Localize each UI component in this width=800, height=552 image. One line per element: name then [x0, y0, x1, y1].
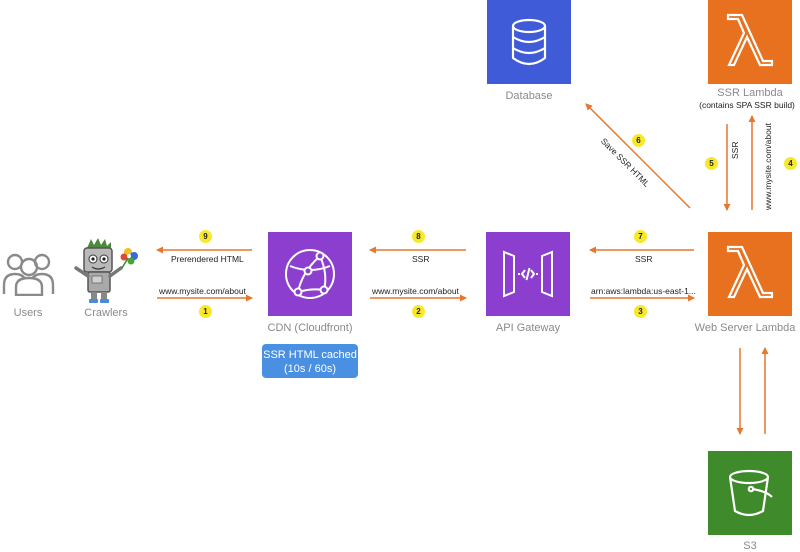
s3-label: S3	[743, 540, 757, 552]
cache-badge-line2: (10s / 60s)	[284, 363, 336, 375]
edge-label-1: www.mysite.com/about	[159, 286, 246, 296]
step-badge-9: 9	[199, 230, 212, 243]
arrow-web-to-database	[585, 103, 691, 209]
users-icon	[2, 250, 56, 297]
edge-label-7: SSR	[635, 254, 653, 264]
s3-bucket-icon	[728, 469, 773, 517]
step-badge-4: 4	[784, 157, 797, 170]
database-tile[interactable]	[487, 0, 571, 84]
ssr-lambda-label: SSR Lambda	[717, 87, 783, 99]
database-label: Database	[505, 90, 553, 102]
step-badge-7: 7	[634, 230, 647, 243]
edge-label-9: Prerendered HTML	[171, 254, 244, 264]
step-badge-6: 6	[632, 134, 645, 147]
lambda-icon	[726, 13, 774, 67]
ssr-cache-badge: SSR HTML cached (10s / 60s)	[262, 344, 358, 378]
users-label: Users	[13, 307, 43, 319]
step-badge-1: 1	[199, 305, 212, 318]
crawlers-label: Crawlers	[84, 307, 128, 319]
ssr-lambda-sublabel: (contains SPA SSR build)	[699, 100, 795, 110]
crawler-robot-icon	[68, 238, 140, 304]
edge-label-5: SSR	[730, 141, 740, 159]
cdn-cloudfront-tile[interactable]	[268, 232, 352, 316]
cache-badge-line1: SSR HTML cached	[263, 349, 357, 361]
step-badge-3: 3	[634, 305, 647, 318]
edge-label-4: www.mysite.com/about	[763, 123, 773, 210]
step-badge-5: 5	[705, 157, 718, 170]
s3-tile[interactable]	[708, 451, 792, 535]
cloudfront-icon	[285, 249, 335, 299]
edge-label-2: www.mysite.com/about	[372, 286, 459, 296]
cdn-label: CDN (Cloudfront)	[267, 322, 353, 334]
web-server-lambda-label: Web Server Lambda	[694, 322, 796, 334]
web-server-lambda-tile[interactable]	[708, 232, 792, 316]
lambda-icon	[726, 245, 774, 299]
database-icon	[511, 18, 547, 66]
step-badge-8: 8	[412, 230, 425, 243]
ssr-lambda-tile[interactable]	[708, 0, 792, 84]
step-badge-2: 2	[412, 305, 425, 318]
api-gateway-icon	[503, 250, 553, 298]
edge-label-8: SSR	[412, 254, 430, 264]
edge-label-3: arn:aws:lambda:us-east-1...	[591, 286, 696, 296]
api-gateway-tile[interactable]	[486, 232, 570, 316]
api-gateway-label: API Gateway	[495, 322, 561, 334]
